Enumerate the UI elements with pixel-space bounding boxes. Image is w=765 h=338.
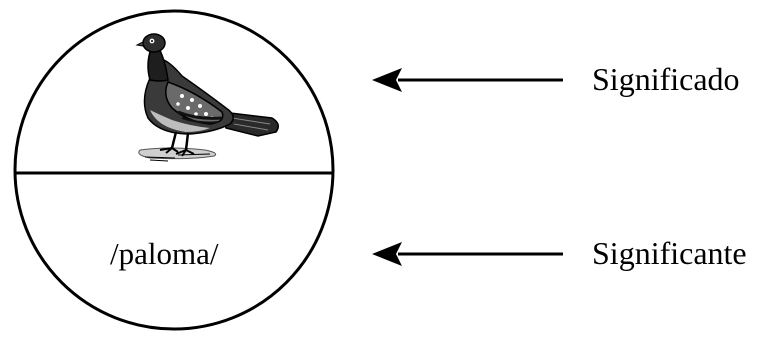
sign-circle — [13, 9, 335, 331]
arrow-to-significado — [372, 68, 563, 92]
pigeon-illustration — [135, 33, 279, 162]
significado-label: Significado — [592, 61, 740, 97]
signifier-word: /paloma/ — [110, 236, 219, 271]
arrow-to-significante — [372, 242, 563, 266]
significante-label: Significante — [592, 235, 747, 271]
